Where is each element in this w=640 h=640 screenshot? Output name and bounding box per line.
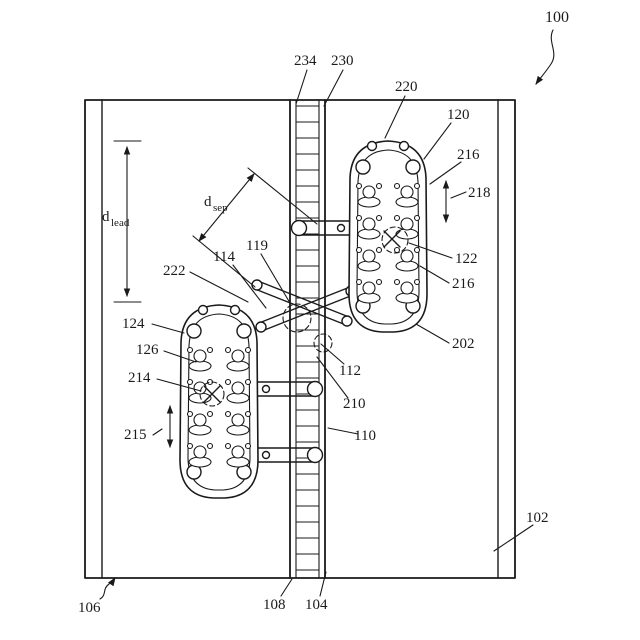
leader-110: [327, 427, 359, 435]
label-114: 114: [213, 249, 235, 265]
flume-boundary: [84, 99, 516, 579]
leader-126: [163, 350, 197, 363]
leader-214: [156, 378, 202, 392]
label-215: 215: [124, 427, 147, 443]
upper-arm-pin: [336, 223, 346, 233]
label-d-lead: d: [102, 209, 110, 225]
label-110: 110: [354, 428, 376, 444]
lower-guide-wheel: [186, 323, 202, 339]
leader-215: [152, 428, 163, 436]
leader-102: [493, 524, 534, 552]
leader-122: [408, 242, 453, 259]
leader-216b: [419, 265, 450, 284]
lower-pivot-phantom-circle: [199, 381, 225, 407]
leader-124: [151, 323, 185, 334]
label-216-lower: 216: [452, 276, 475, 292]
label-124: 124: [122, 316, 145, 332]
lower-arm2-roller: [306, 446, 324, 464]
label-106: 106: [78, 600, 101, 616]
upper-guide-wheel: [355, 159, 371, 175]
lower-guide-wheel: [236, 323, 252, 339]
leader-216a: [429, 161, 462, 185]
coupling-arms: [254, 219, 353, 464]
label-210: 210: [343, 396, 366, 412]
label-202: 202: [452, 336, 475, 352]
conveyor-track: [289, 99, 326, 579]
lower-bow-nub: [197, 304, 209, 316]
leader-lines: [99, 29, 555, 600]
dimension-d-lead: [113, 140, 142, 303]
label-222: 222: [163, 263, 186, 279]
passengers: [186, 182, 421, 468]
d-sep-arrow: [198, 173, 255, 242]
upper-pivot-phantom-circle: [381, 226, 409, 254]
label-126: 126: [136, 342, 159, 358]
label-220: 220: [395, 79, 418, 95]
leader-112: [320, 343, 345, 365]
label-d-lead-sub: lead: [111, 217, 130, 229]
label-112: 112: [339, 363, 361, 379]
label-d-sep-sub: sep: [213, 202, 228, 214]
upper-guide-wheel: [405, 159, 421, 175]
linkage-phantom-circle: [282, 303, 312, 333]
label-122: 122: [455, 251, 478, 267]
leader-210: [316, 356, 349, 399]
track-rungs: [296, 105, 319, 571]
leader-230: [323, 69, 344, 107]
leader-234: [295, 69, 308, 105]
label-120: 120: [447, 107, 470, 123]
label-216-upper: 216: [457, 147, 480, 163]
label-102: 102: [526, 510, 549, 526]
motion-arrows: [166, 179, 450, 449]
upper-bow-nub: [366, 140, 378, 152]
leader-100-squiggle-arrow: [535, 29, 555, 85]
label-214: 214: [128, 370, 151, 386]
leader-108: [280, 578, 293, 597]
lower-arm1-pin: [261, 384, 271, 394]
leader-222: [189, 271, 249, 303]
label-218: 218: [468, 185, 491, 201]
lower-arm1-roller: [306, 380, 324, 398]
upper-bow-nub: [398, 140, 410, 152]
label-108: 108: [263, 597, 286, 613]
leader-220: [384, 95, 406, 139]
label-100: 100: [545, 9, 569, 26]
label-234: 234: [294, 53, 317, 69]
leader-202: [415, 323, 450, 344]
upper-arm-roller: [290, 219, 308, 237]
label-104: 104: [305, 597, 328, 613]
phantom-markers: [199, 226, 409, 407]
dimension-d-sep: [192, 167, 318, 288]
leader-120: [423, 122, 452, 160]
coupler-phantom-circle: [313, 333, 333, 353]
label-d-sep: d: [204, 194, 212, 210]
leader-106-squiggle-arrow: [99, 577, 116, 600]
lower-bow-nub: [229, 304, 241, 316]
flume-outer-wall: [84, 99, 516, 579]
reference-labels: 100 234 230 220 120 216 218 122 216 202 …: [78, 9, 569, 616]
leader-114: [232, 264, 267, 309]
label-119: 119: [246, 238, 268, 254]
label-230: 230: [331, 53, 354, 69]
lower-arm2-pin: [261, 450, 271, 460]
leader-119: [260, 253, 291, 304]
leader-104: [319, 571, 327, 597]
leader-218: [450, 191, 467, 199]
